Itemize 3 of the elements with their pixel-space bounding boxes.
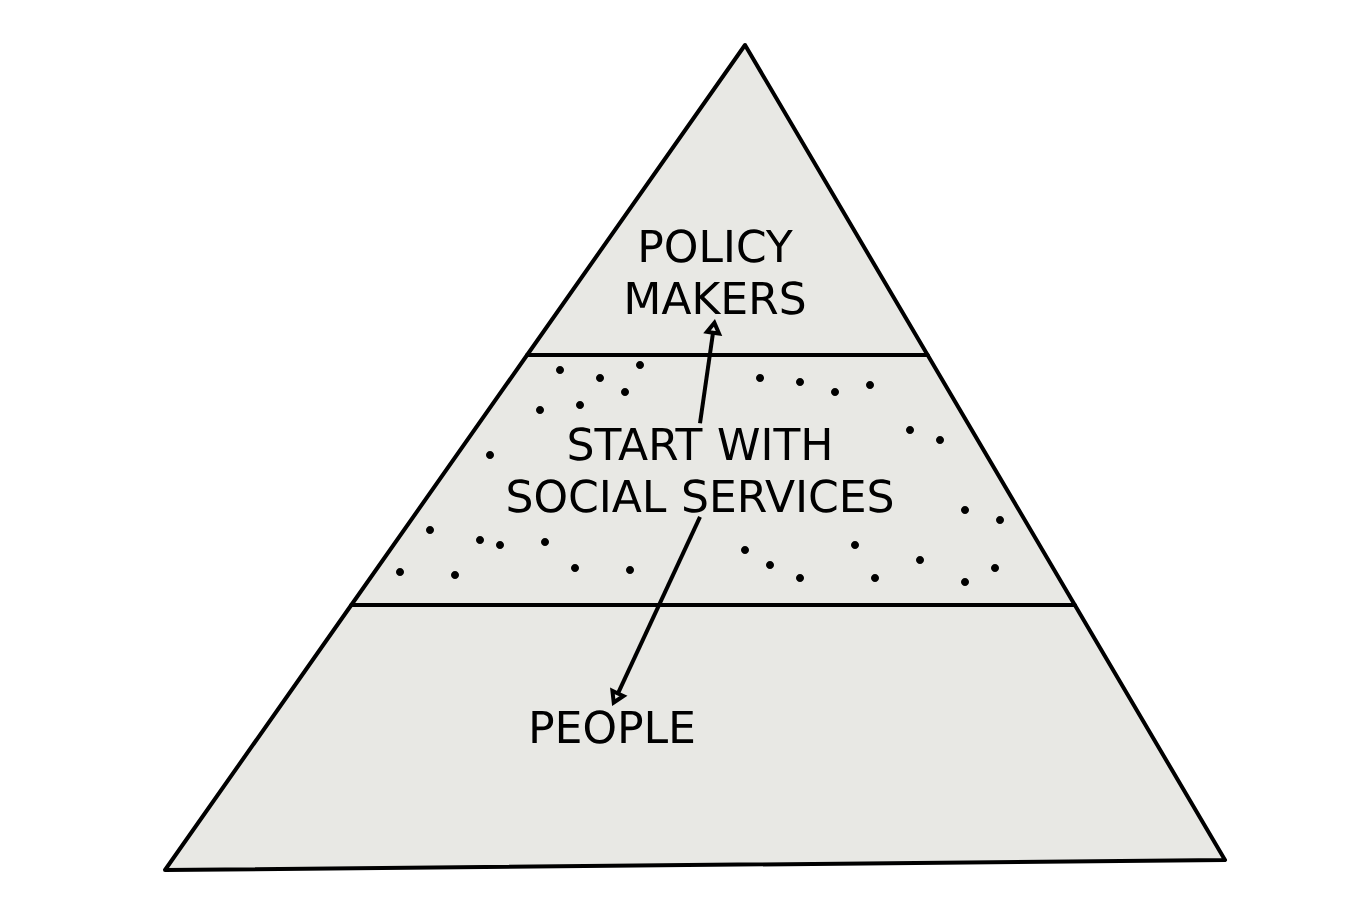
pyramid-band: POLICY MAKERS [525, 43, 930, 357]
pyramid-band: START WITH SOCIAL SERVICES [349, 353, 1077, 607]
pyramid-band: PEOPLE [163, 603, 1227, 872]
